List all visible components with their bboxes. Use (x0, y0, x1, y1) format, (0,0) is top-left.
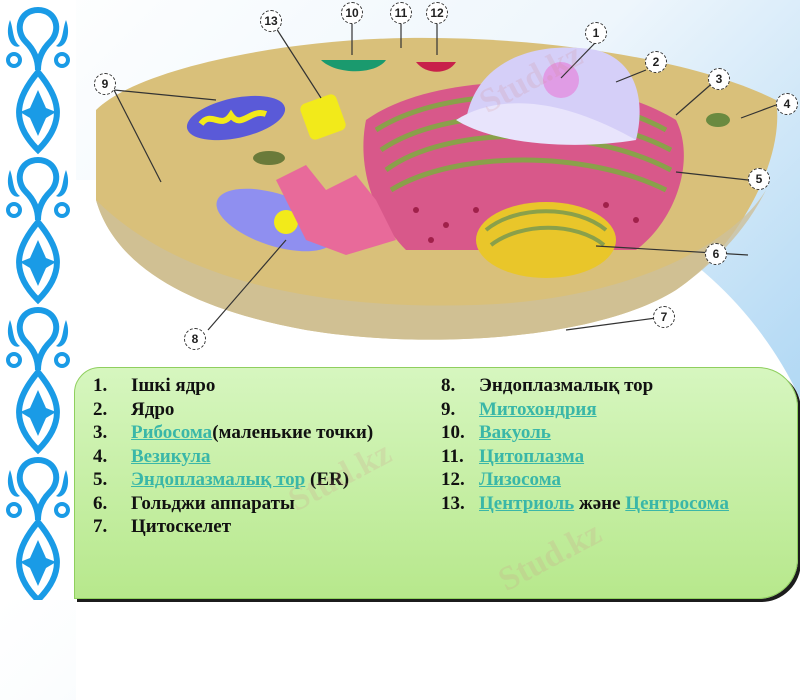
legend-item-10: 10. Вакуоль (441, 421, 791, 445)
item-number: 11. (441, 445, 464, 467)
callout-7: 7 (653, 306, 675, 328)
item-number: 13. (441, 492, 465, 514)
item-number: 7. (93, 516, 108, 537)
link-centriole[interactable]: Центриоль (479, 492, 575, 514)
item-number: 1. (93, 375, 108, 396)
item-label: Ядро (131, 398, 175, 420)
link-vesicle[interactable]: Везикула (131, 445, 211, 467)
callout-5: 5 (748, 168, 770, 190)
item-number: 5. (93, 469, 108, 490)
ornament-border (0, 0, 76, 600)
legend-item-6: 6. Гольджи аппараты (93, 492, 423, 516)
centriole-shape (300, 94, 346, 140)
item-label: Гольджи аппараты (131, 492, 295, 514)
lysosome-shape (416, 62, 456, 72)
callout-4: 4 (776, 93, 798, 115)
legend-column-left: 1. Ішкі ядро 2. Ядро 3. Рибосома(маленьк… (93, 374, 423, 539)
item-label: Ішкі ядро (131, 375, 216, 396)
item-number: 2. (93, 398, 108, 420)
legend-item-9: 9. Митохондрия (441, 398, 791, 422)
item-label: және (574, 492, 626, 514)
legend-item-11: 11. Цитоплазма (441, 445, 791, 469)
legend-item-2: 2. Ядро (93, 398, 423, 422)
callout-6: 6 (705, 243, 727, 265)
legend-item-7: 7. Цитоскелет (93, 515, 423, 539)
item-number: 4. (93, 445, 108, 467)
legend-item-12: 12. Лизосома (441, 468, 791, 492)
legend-item-8: 8. Эндоплазмалық тор (441, 374, 791, 398)
link-endoplasmic-reticulum[interactable]: Эндоплазмалық тор (131, 469, 306, 490)
item-label: Эндоплазмалық тор (479, 375, 654, 396)
item-number: 12. (441, 469, 465, 490)
item-number: 10. (441, 422, 465, 443)
item-label: (ER) (305, 469, 350, 490)
link-centrosome[interactable]: Центросома (625, 492, 729, 514)
legend-item-13: 13. Центриоль және Центросома (441, 492, 791, 516)
legend-item-3: 3. Рибосома(маленькие точки) (93, 421, 423, 445)
link-cytoplasm[interactable]: Цитоплазма (479, 445, 585, 467)
item-number: 8. (441, 375, 456, 396)
callout-13: 13 (260, 10, 282, 32)
link-ribosome[interactable]: Рибосома (131, 422, 213, 443)
vacuole-shape (321, 60, 386, 72)
golgi-shape (476, 202, 616, 278)
callout-9: 9 (94, 73, 116, 95)
callout-12: 12 (426, 2, 448, 24)
kazakh-ornament-icon (0, 0, 76, 600)
legend-panel: 1. Ішкі ядро 2. Ядро 3. Рибосома(маленьк… (74, 367, 798, 599)
cell-diagram (96, 12, 778, 340)
callout-10: 10 (341, 2, 363, 24)
item-number: 9. (441, 398, 456, 420)
nucleolus-shape (543, 62, 579, 98)
callout-1: 1 (585, 22, 607, 44)
callout-3: 3 (708, 68, 730, 90)
legend-item-5: 5. Эндоплазмалық тор (ER) (93, 468, 423, 492)
legend-item-4: 4. Везикула (93, 445, 423, 469)
item-number: 6. (93, 492, 108, 514)
legend-item-1: 1. Ішкі ядро (93, 374, 423, 398)
link-vacuole[interactable]: Вакуоль (479, 422, 551, 443)
callout-8: 8 (184, 328, 206, 350)
item-label: Цитоскелет (131, 516, 232, 537)
legend-column-right: 8. Эндоплазмалық тор 9. Митохондрия 10. … (441, 374, 791, 515)
watermark: Stud.kz (492, 514, 608, 599)
link-lysosome[interactable]: Лизосома (479, 469, 562, 490)
item-number: 3. (93, 422, 108, 443)
callout-11: 11 (390, 2, 412, 24)
smooth-er-shape (276, 165, 396, 255)
link-mitochondria[interactable]: Митохондрия (479, 398, 597, 420)
callout-2: 2 (645, 51, 667, 73)
item-label: (маленькие точки) (212, 422, 374, 443)
